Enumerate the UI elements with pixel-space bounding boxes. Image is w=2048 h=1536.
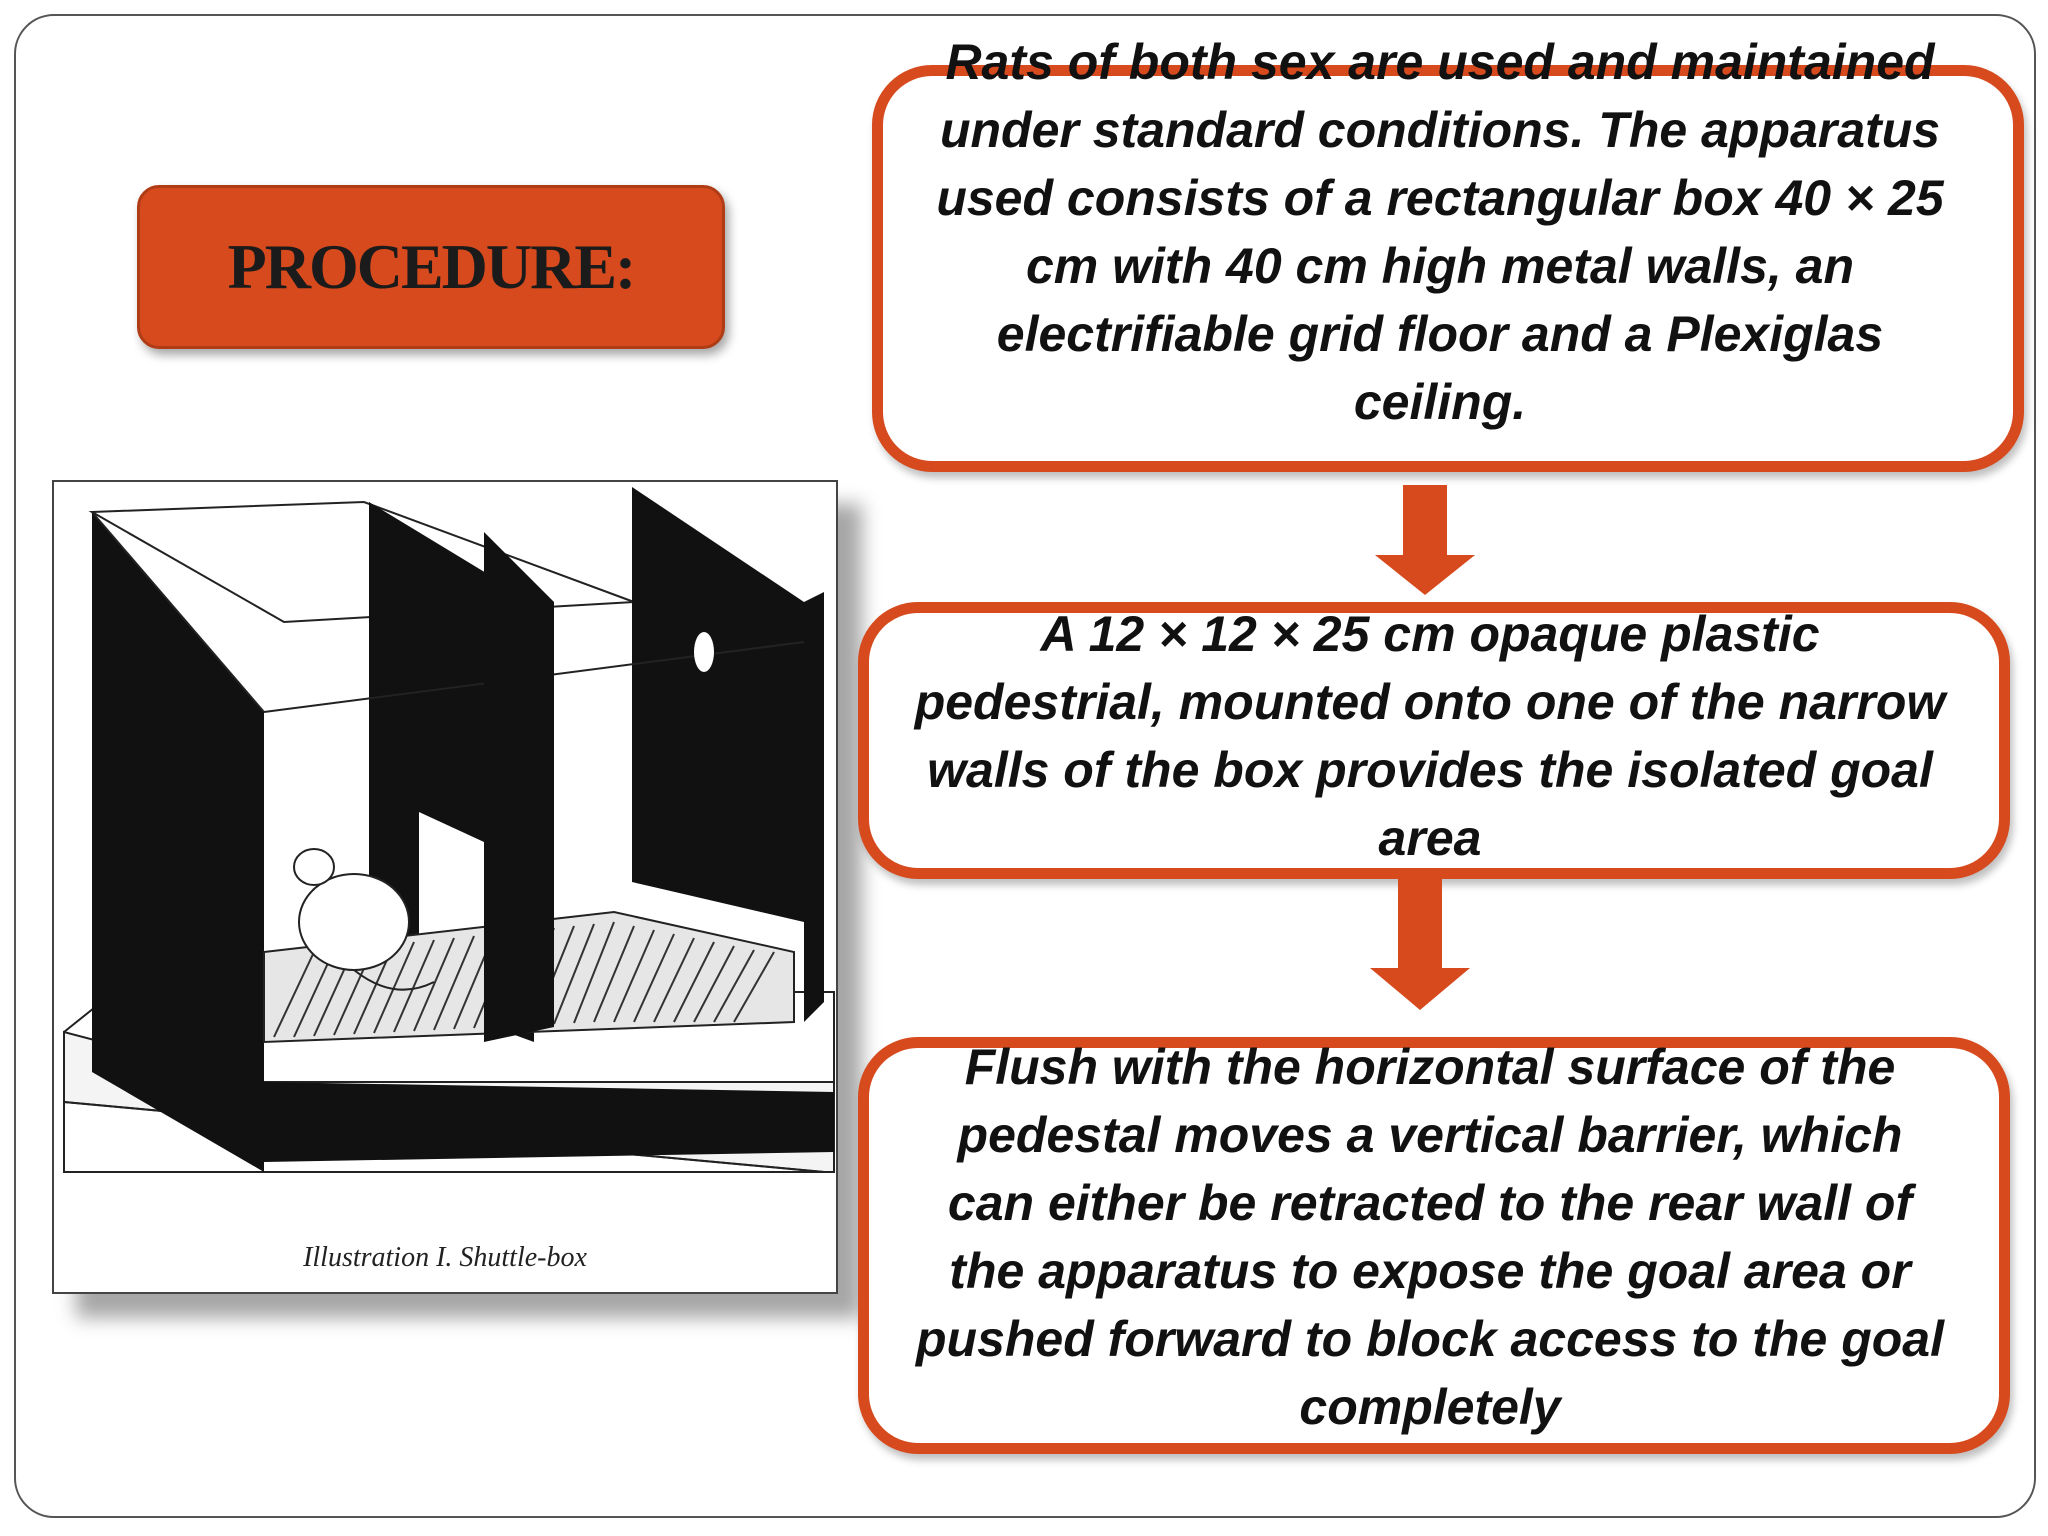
slide-title: PROCEDURE:: [227, 231, 637, 302]
step-text-1: Rats of both sex are used and maintained…: [936, 34, 1944, 430]
step-box-2: [858, 602, 2010, 879]
down-arrow-icon: [1375, 485, 1475, 595]
step-text-2: A 12 × 12 × 25 cm opaque plastic pedestr…: [914, 606, 1946, 866]
shuttle-box-illustration: Illustration I. Shuttle-box: [52, 480, 838, 1294]
shuttle-box-drawing: [63, 487, 835, 1173]
down-arrow-icon: [1370, 878, 1470, 1010]
figure-caption: Illustration I. Shuttle-box: [303, 1242, 587, 1273]
step-box-1: [872, 65, 2024, 472]
title-banner: PROCEDURE:: [137, 185, 725, 349]
step-text-3: Flush with the horizontal surface of the…: [916, 1039, 1944, 1435]
step-box-3: [858, 1037, 2010, 1454]
